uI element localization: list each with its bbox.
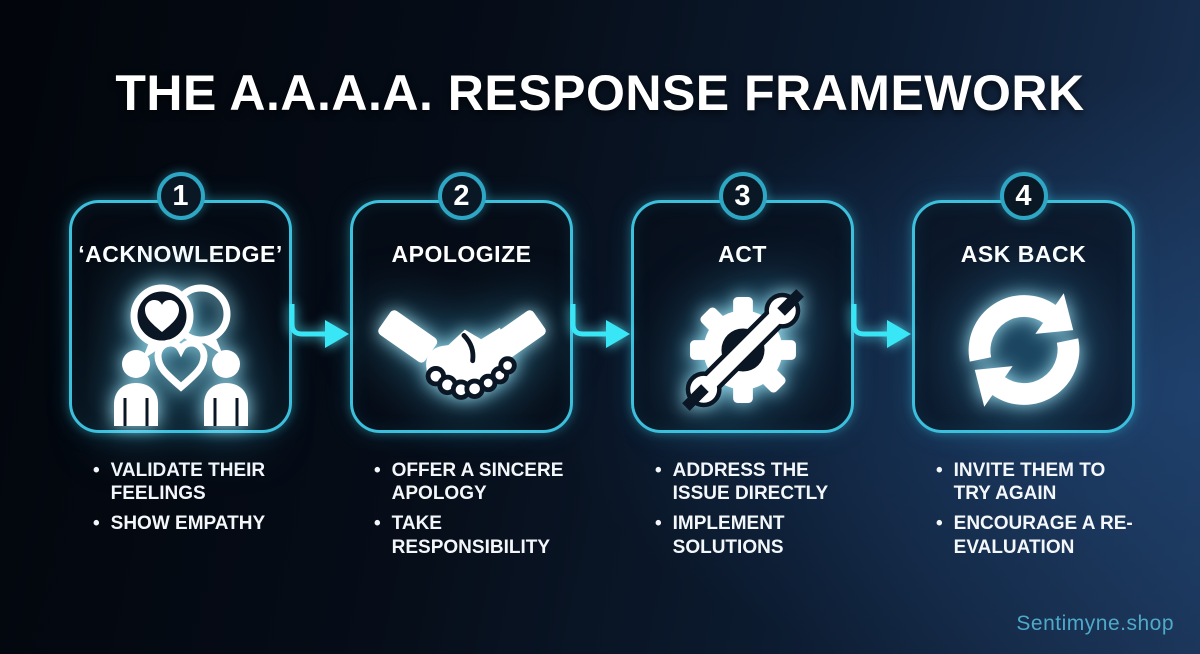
bullet-text: ENCOURAGE A RE-EVALUATION	[953, 513, 1133, 558]
bullet-text: IMPLEMENT SOLUTIONS	[672, 513, 785, 558]
bullet-dot: •	[93, 513, 100, 535]
bullet-item: • VALIDATE THEIR FEELINGS	[93, 459, 292, 505]
bullet-dot: •	[374, 460, 381, 481]
step-ask-back: 4 ASK BACK	[912, 172, 1135, 566]
gear-wrench-icon	[673, 270, 813, 430]
step-title: ACT	[718, 241, 767, 267]
bullet-text: INVITE THEM TO TRY AGAIN	[953, 460, 1106, 505]
bullet-item: • INVITE THEM TO TRY AGAIN	[936, 459, 1135, 505]
brand-watermark: Sentimyne.shop	[1016, 612, 1174, 635]
empathy-people-icon	[106, 270, 256, 430]
bullet-dot: •	[93, 460, 100, 481]
bullet-item: • TAKE RESPONSIBILITY	[374, 512, 573, 558]
step-card: ASK BACK	[912, 200, 1135, 433]
bullet-item: • OFFER A SINCERE APOLOGY	[374, 459, 573, 505]
bullet-text: TAKE RESPONSIBILITY	[391, 513, 551, 558]
step-title: APOLOGIZE	[391, 241, 532, 267]
step-acknowledge: 1 ‘ACKNOWLEDGE’	[69, 172, 292, 566]
step-number-badge: 2	[437, 172, 486, 220]
handshake-icon	[377, 270, 546, 430]
flow-arrow-icon	[289, 304, 349, 348]
step-title: ASK BACK	[960, 241, 1087, 267]
step-title: ‘ACKNOWLEDGE’	[78, 241, 283, 267]
flow-arrow-icon	[570, 304, 630, 348]
step-bullets: • INVITE THEM TO TRY AGAIN • ENCOURAGE A R…	[912, 459, 1135, 559]
bullet-dot: •	[655, 513, 662, 535]
step-number-badge: 4	[999, 172, 1048, 220]
step-apologize: 2 APOLOGIZE	[350, 172, 573, 566]
flow-arrow-icon	[851, 304, 911, 348]
step-bullets: • OFFER A SINCERE APOLOGY • TAKE RESPONSIB…	[350, 459, 573, 559]
step-number-badge: 3	[718, 172, 767, 220]
bullet-dot: •	[936, 460, 943, 481]
bullet-dot: •	[936, 513, 943, 535]
steps-row: 1 ‘ACKNOWLEDGE’	[69, 172, 1135, 566]
step-card: APOLOGIZE	[350, 200, 573, 433]
bullet-item: • ENCOURAGE A RE-EVALUATION	[936, 512, 1135, 558]
bullet-item: • IMPLEMENT SOLUTIONS	[655, 512, 854, 558]
bullet-text: OFFER A SINCERE APOLOGY	[391, 460, 564, 505]
sync-arrows-icon	[953, 270, 1095, 430]
bullet-text: ADDRESS THE ISSUE DIRECTLY	[672, 460, 829, 505]
step-card: ‘ACKNOWLEDGE’	[69, 200, 292, 433]
bullet-dot: •	[655, 460, 662, 481]
page-title: THE A.A.A.A. RESPONSE FRAMEWORK	[115, 65, 1085, 121]
step-act: 3 ACT	[631, 172, 854, 566]
step-bullets: • VALIDATE THEIR FEELINGS • SHOW EMPATHY	[69, 459, 292, 536]
bullet-text: VALIDATE THEIR FEELINGS	[110, 460, 266, 505]
step-number-badge: 1	[156, 172, 205, 220]
step-card: ACT	[631, 200, 854, 433]
bullet-dot: •	[374, 513, 381, 535]
bullet-item: • ADDRESS THE ISSUE DIRECTLY	[655, 459, 854, 505]
bullet-text: SHOW EMPATHY	[110, 513, 266, 535]
step-bullets: • ADDRESS THE ISSUE DIRECTLY • IMPLEMENT S…	[631, 459, 854, 559]
bullet-item: • SHOW EMPATHY	[93, 512, 292, 535]
